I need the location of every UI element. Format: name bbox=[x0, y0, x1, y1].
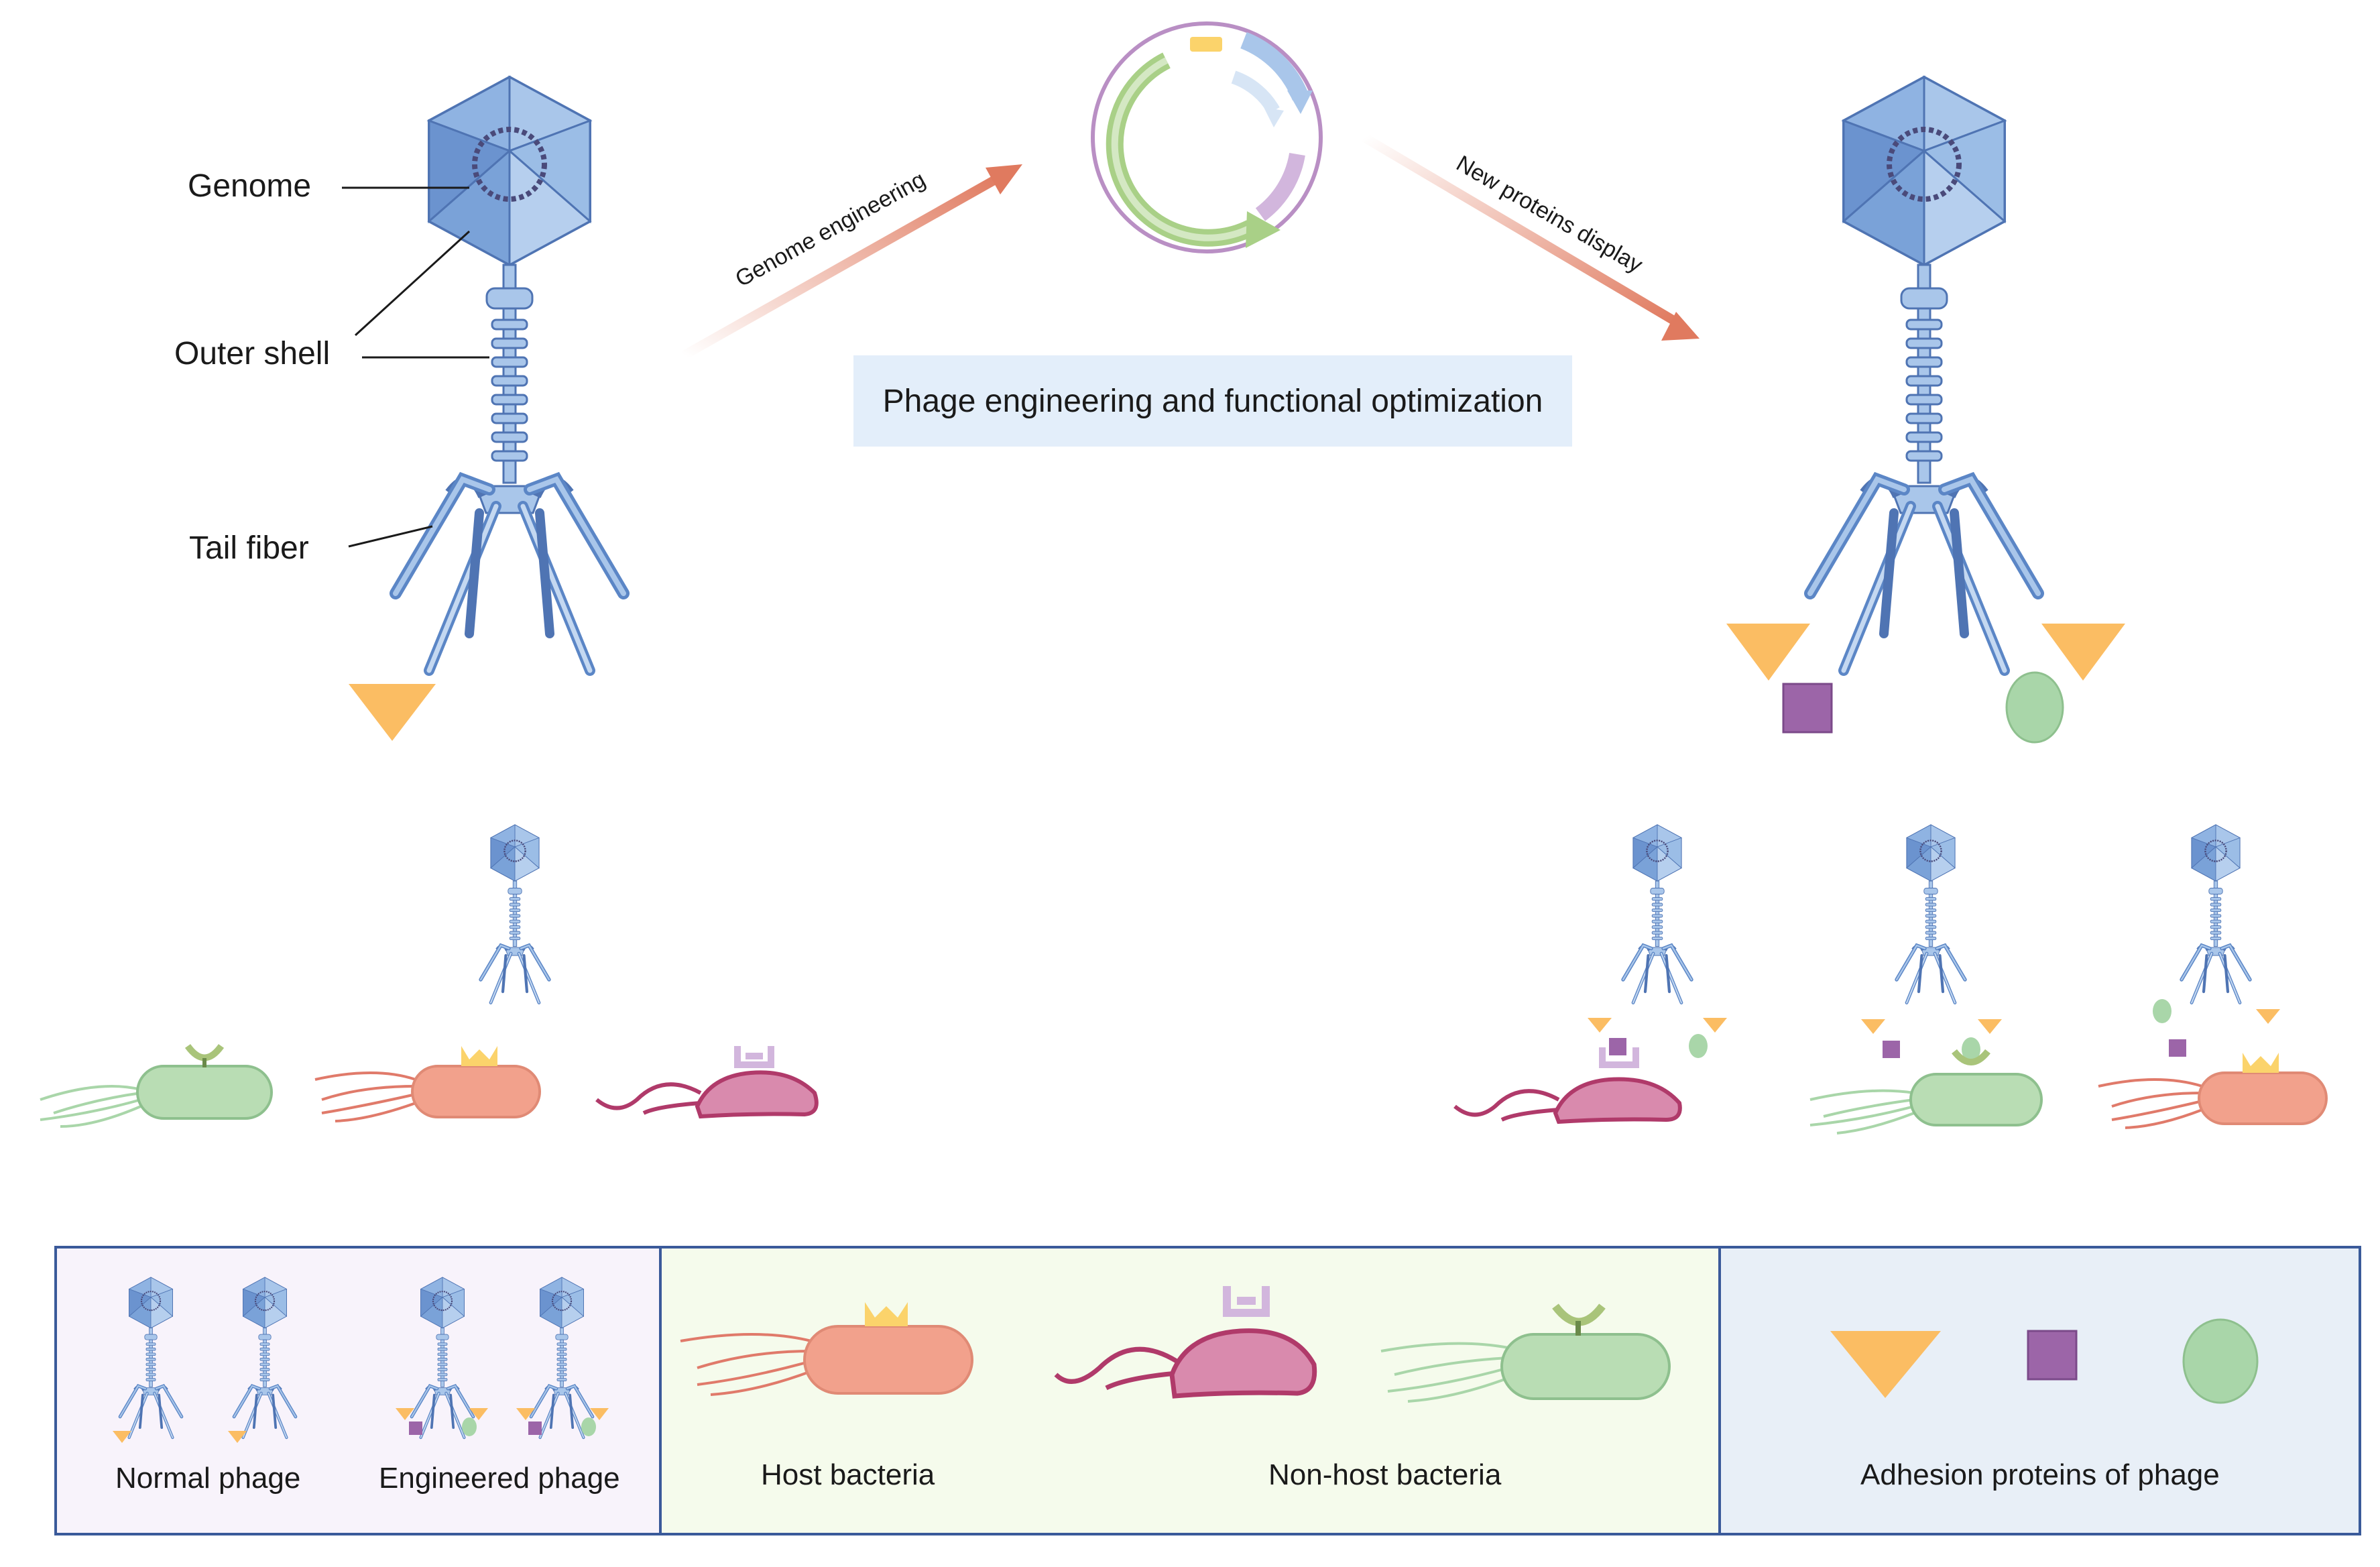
bacterium-pink-nonhost bbox=[595, 1046, 819, 1119]
genome-engineering-arrow bbox=[681, 164, 1022, 360]
large-engineered-phage bbox=[1726, 77, 2125, 744]
new-proteins-display-arrow bbox=[1362, 133, 1700, 341]
large-normal-phage bbox=[349, 77, 623, 741]
adhesion-triangle-icon bbox=[2041, 624, 2125, 681]
tail-fiber-label: Tail fiber bbox=[189, 530, 309, 566]
legend bbox=[54, 1246, 2361, 1535]
legend-normal-phage: Normal phage bbox=[115, 1462, 301, 1495]
outer-shell-label: Outer shell bbox=[174, 336, 331, 371]
mid-engineered-phage-3 bbox=[2182, 825, 2250, 1003]
adhesion-triangle-icon bbox=[1830, 1331, 1941, 1398]
legend-non-host-bacteria: Non-host bacteria bbox=[1268, 1458, 1502, 1491]
bacterium-pink-nonhost-2 bbox=[1453, 1047, 1682, 1124]
mid-engineered-phage-2 bbox=[1897, 825, 1965, 1003]
adhesion-oval-icon bbox=[2005, 671, 2064, 744]
plasmid-circle bbox=[1091, 21, 1323, 253]
genome-label: Genome bbox=[188, 168, 312, 204]
legend-adhesion-proteins: Adhesion proteins of phage bbox=[1860, 1458, 2220, 1491]
bacterium-orange-host-2 bbox=[2098, 1053, 2328, 1129]
legend-host-bacteria: Host bacteria bbox=[761, 1458, 935, 1491]
adhesion-square-icon bbox=[2027, 1330, 2078, 1381]
adhesion-triangle-icon bbox=[1726, 624, 1810, 681]
adhesion-square-icon bbox=[1782, 683, 1833, 734]
legend-engineered-phage: Engineered phage bbox=[379, 1462, 620, 1495]
adhesion-triangle-icon bbox=[349, 684, 436, 741]
bacterium-green-nonhost-2 bbox=[1809, 1049, 2043, 1135]
bacterium-green-nonhost bbox=[40, 1043, 273, 1128]
bacterium-orange-host bbox=[314, 1046, 541, 1122]
legend-box-adhesion bbox=[1718, 1246, 2361, 1535]
adhesion-oval-icon bbox=[2182, 1318, 2259, 1404]
center-title: Phage engineering and functional optimiz… bbox=[853, 355, 1572, 447]
mid-engineered-phage-1 bbox=[1623, 825, 1691, 1003]
mid-normal-phage bbox=[481, 825, 549, 1003]
